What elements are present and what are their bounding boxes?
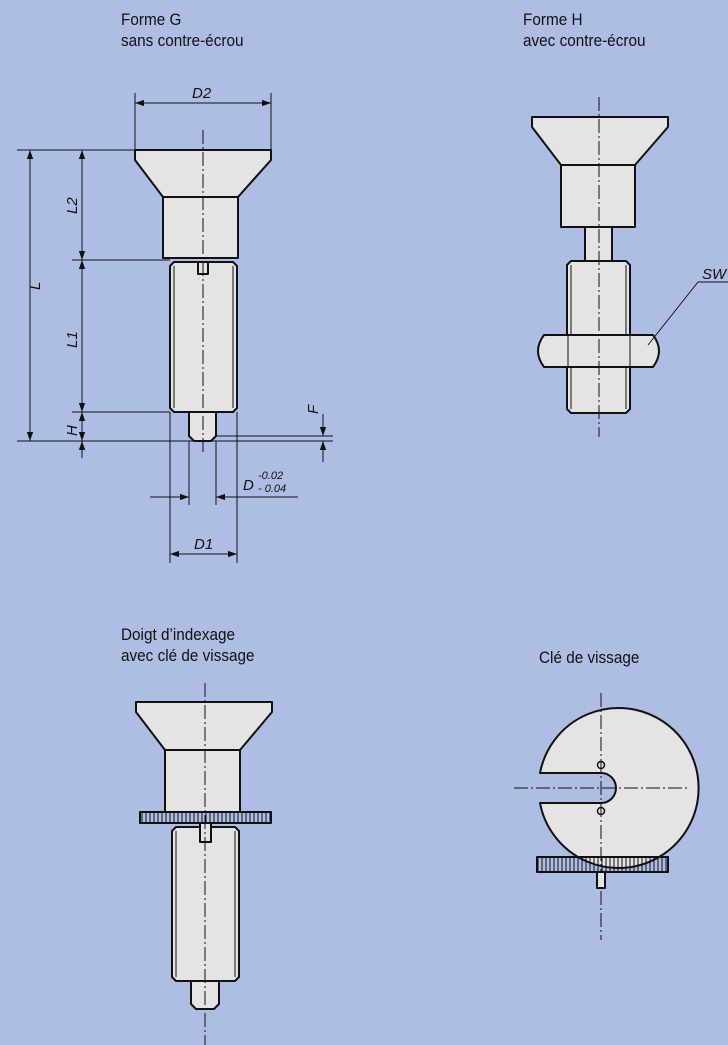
wrench-caption: Clé de vissage [539,647,639,668]
dim-f-label: F [305,404,322,414]
form-h-knob [531,116,669,166]
dim-d-tolerance-upper: -0.02 [258,470,283,482]
form-g-title: Forme G [121,10,182,29]
dim-h-label: H [64,425,81,436]
dim-d-tolerance-lower: - 0.04 [258,483,286,495]
wrench-drawing [514,693,700,940]
form-g-collar [162,196,239,259]
dim-sw-label: SW [702,266,728,283]
wrench-title: Clé de vissage [539,648,640,667]
form-h-caption: Forme H avec contre-écrou [523,9,645,51]
indexing-plunger-caption: Doigt d’indexage avec clé de vissage [121,624,255,666]
dim-l-label: L [27,282,44,290]
indexing-knob [135,701,273,751]
indexing-plunger-drawing [135,683,273,1045]
dim-d2-label: D2 [192,85,212,102]
form-g-subtitle: sans contre-écrou [121,31,244,50]
form-h-collar [560,164,636,228]
dim-d1-label: D1 [194,536,213,553]
form-h-subtitle: avec contre-écrou [523,31,646,50]
indexing-collar [164,749,241,813]
form-g-drawing: D2 L L2 L1 H F D -0.02 - 0.04 [17,85,333,563]
dim-d-label: D [243,477,254,494]
form-g-caption: Forme G sans contre-écrou [121,9,243,51]
dim-l2-label: L2 [64,197,81,214]
indexing-plunger-subtitle: avec clé de vissage [121,646,255,665]
form-h-title: Forme H [523,10,583,29]
wrench-stub [596,871,606,889]
dim-l1-label: L1 [64,331,81,348]
form-h-drawing: SW [531,97,728,437]
indexing-plunger-title: Doigt d’indexage [121,625,235,644]
